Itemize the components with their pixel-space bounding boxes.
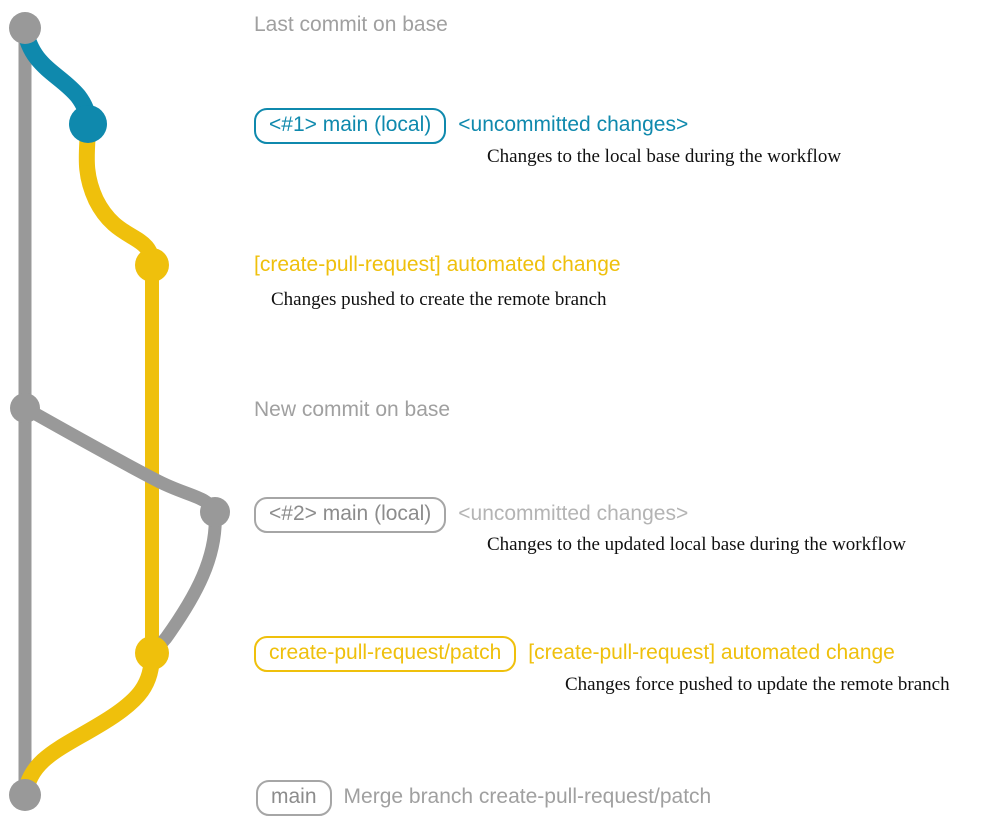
edge-base-to-local2 bbox=[18, 401, 222, 519]
branch-badge-create-pull-request-patch[interactable]: create-pull-request/patch bbox=[254, 636, 517, 673]
commit-row-local-1: <#1> main (local) <uncommitted changes> bbox=[254, 108, 689, 145]
commit-description-local-1: Changes to the local base during the wor… bbox=[487, 146, 842, 167]
commit-subject-local-1: <uncommitted changes> bbox=[458, 113, 689, 136]
commit-row-merge: main Merge branch create-pull-request/pa… bbox=[256, 780, 712, 817]
commit-node-local-2[interactable] bbox=[200, 497, 230, 527]
commit-nodes bbox=[9, 12, 230, 811]
edge-local1-to-patch1 bbox=[78, 116, 160, 273]
edge-patch2-to-merge bbox=[17, 645, 160, 803]
branch-badge-main-local-2[interactable]: <#2> main (local) bbox=[254, 497, 447, 534]
commit-subject-merge: Merge branch create-pull-request/patch bbox=[343, 785, 712, 808]
commit-subject-automated-change-2: [create-pull-request] automated change bbox=[528, 641, 895, 664]
commit-subject-last-commit-on-base: Last commit on base bbox=[254, 13, 448, 36]
commit-node-last-commit-on-base[interactable] bbox=[9, 12, 41, 44]
commit-row-automated-change-2: create-pull-request/patch [create-pull-r… bbox=[254, 636, 895, 673]
commit-node-new-commit-on-base[interactable] bbox=[10, 393, 40, 423]
commit-description-automated-change-1: Changes pushed to create the remote bran… bbox=[271, 289, 607, 310]
commit-description-automated-change-2: Changes force pushed to update the remot… bbox=[565, 674, 950, 695]
commit-node-patch-2[interactable] bbox=[135, 636, 169, 670]
commit-node-local-1[interactable] bbox=[69, 105, 107, 143]
commit-description-local-2: Changes to the updated local base during… bbox=[487, 534, 906, 555]
branch-badge-main-local-1[interactable]: <#1> main (local) bbox=[254, 108, 447, 145]
commit-subject-local-2: <uncommitted changes> bbox=[458, 502, 689, 525]
commit-node-merge[interactable] bbox=[9, 779, 41, 811]
branch-badge-main[interactable]: main bbox=[256, 780, 332, 817]
commit-row-local-2: <#2> main (local) <uncommitted changes> bbox=[254, 497, 689, 534]
commit-node-patch-1[interactable] bbox=[135, 248, 169, 282]
commit-subject-automated-change-1: [create-pull-request] automated change bbox=[254, 253, 621, 276]
commit-subject-new-commit-on-base: New commit on base bbox=[254, 398, 451, 421]
